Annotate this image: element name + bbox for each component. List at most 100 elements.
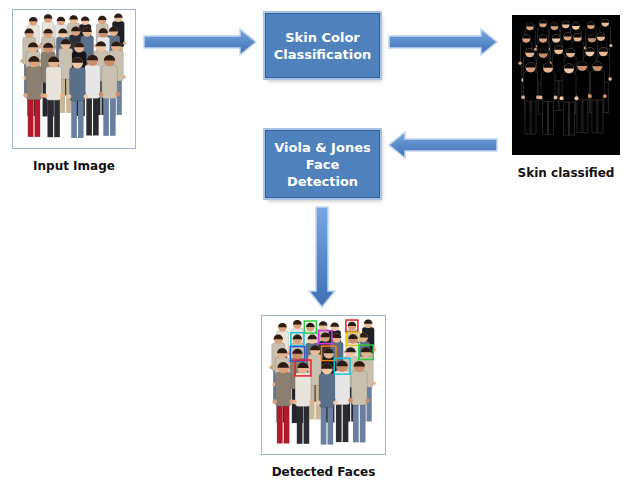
hand — [588, 94, 592, 98]
leg — [525, 99, 530, 134]
hair — [572, 22, 580, 26]
hair — [292, 349, 302, 354]
hand — [269, 365, 273, 369]
hair — [525, 48, 534, 53]
box-label: Skin Color Classification — [266, 29, 379, 63]
hair — [592, 61, 602, 66]
hair — [61, 39, 71, 44]
photo-ground — [512, 15, 620, 155]
hair — [573, 33, 581, 37]
hair — [588, 34, 596, 38]
hair — [354, 361, 365, 367]
leg — [360, 403, 366, 443]
hand — [609, 44, 612, 47]
hand — [553, 96, 557, 100]
face — [330, 323, 339, 332]
hand — [539, 96, 543, 100]
face — [297, 362, 308, 373]
hair — [297, 362, 308, 368]
hair — [293, 335, 302, 340]
face — [588, 34, 596, 42]
hair — [293, 320, 302, 324]
leg — [353, 403, 359, 443]
leg — [28, 98, 34, 137]
face — [361, 347, 371, 357]
hair — [44, 14, 53, 18]
face-box — [334, 358, 350, 374]
photo-ground — [262, 316, 385, 454]
face — [310, 345, 320, 355]
torso — [70, 67, 86, 101]
face — [539, 49, 548, 58]
torso — [562, 73, 576, 103]
hand — [116, 92, 120, 96]
face — [43, 43, 53, 53]
leg — [78, 99, 84, 138]
torso — [295, 372, 311, 406]
hand — [333, 400, 338, 405]
face-box — [359, 345, 373, 359]
hair — [74, 42, 84, 47]
face — [564, 64, 574, 74]
crowd — [20, 13, 126, 137]
hair — [551, 22, 559, 26]
face — [539, 35, 547, 43]
hair — [87, 55, 98, 61]
face — [44, 14, 53, 23]
hair — [543, 63, 553, 68]
torso — [85, 65, 101, 99]
face — [111, 41, 121, 51]
face — [321, 332, 330, 341]
hair — [111, 41, 121, 46]
leg — [86, 96, 92, 135]
image-panel: Skin classified — [506, 15, 626, 181]
leg — [93, 96, 99, 135]
hand — [84, 94, 88, 98]
hair — [109, 27, 118, 32]
leg — [103, 96, 109, 135]
torso — [524, 71, 538, 101]
face — [57, 17, 66, 26]
hair — [96, 41, 106, 46]
face — [278, 323, 287, 332]
hair — [346, 347, 356, 352]
torso — [334, 371, 350, 405]
hand — [372, 381, 376, 385]
face — [563, 32, 571, 40]
leg — [343, 402, 349, 442]
face — [554, 45, 563, 54]
hair — [324, 348, 334, 353]
block-arrow — [389, 132, 497, 158]
face — [99, 28, 108, 37]
leg — [543, 100, 548, 135]
skin-photo — [512, 15, 620, 155]
hair — [114, 13, 123, 17]
face — [43, 29, 52, 38]
face — [293, 335, 302, 344]
hair — [539, 20, 547, 24]
hair — [310, 345, 320, 350]
face — [346, 347, 356, 357]
hand — [603, 94, 607, 98]
hair — [82, 27, 91, 32]
hair — [277, 362, 288, 368]
hand — [99, 92, 103, 96]
face — [58, 29, 67, 38]
leg — [577, 98, 582, 133]
face — [597, 33, 605, 41]
image-panel: Input Image — [13, 10, 135, 174]
face — [526, 62, 536, 72]
leg — [321, 405, 327, 445]
leg — [570, 100, 575, 135]
face — [543, 63, 553, 73]
hair — [539, 49, 548, 54]
face — [82, 27, 91, 36]
hand — [316, 400, 321, 405]
hair — [321, 332, 330, 337]
face — [98, 16, 107, 25]
hair — [361, 347, 371, 352]
hair — [72, 57, 83, 63]
face — [277, 362, 288, 373]
hair — [24, 29, 33, 34]
